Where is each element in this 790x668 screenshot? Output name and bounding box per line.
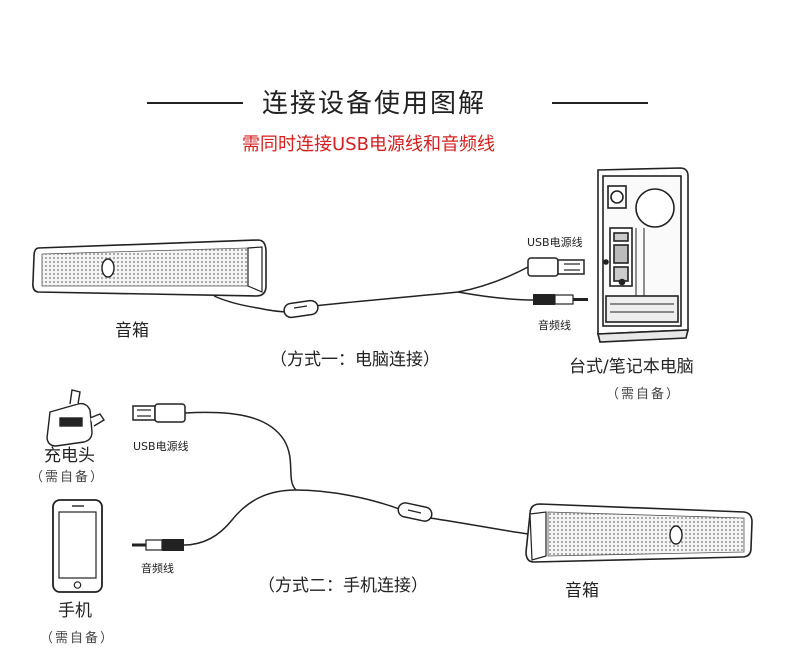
charger-icon [46, 389, 105, 447]
speaker-2-cable [183, 411, 529, 546]
usb-cable-2-label: USB电源线 [133, 440, 189, 453]
page-subtitle: 需同时连接USB电源线和音频线 [242, 134, 495, 155]
charger-label: 充电头 [44, 446, 95, 466]
inline-switch-2-icon [397, 502, 433, 522]
charger-note: （需自备） [30, 470, 106, 485]
audio-cable-1-label: 音频线 [538, 319, 571, 332]
method-1-caption: （方式一：电脑连接） [270, 350, 440, 370]
title-rule-right [552, 102, 648, 104]
phone-note: （需自备） [40, 631, 116, 646]
speaker-1-icon [32, 239, 267, 297]
computer-label: 台式/笔记本电脑 [569, 357, 694, 377]
title-rule-left [147, 102, 243, 104]
speaker-1-cable [213, 265, 536, 313]
speaker-1-label: 音箱 [115, 321, 149, 341]
audio-plug-2-icon [132, 539, 184, 551]
phone-icon [52, 499, 103, 593]
usb-plug-2-icon [132, 403, 186, 423]
phone-label: 手机 [58, 601, 92, 621]
audio-plug-1-icon [533, 294, 588, 305]
computer-tower-icon [596, 167, 690, 343]
usb-cable-1-label: USB电源线 [527, 236, 583, 249]
speaker-2-icon [525, 503, 753, 563]
computer-note: （需自备） [606, 387, 682, 402]
speaker-2-label: 音箱 [565, 581, 599, 601]
audio-cable-2-label: 音频线 [141, 562, 174, 575]
method-2-caption: （方式二：手机连接） [258, 576, 428, 596]
page-title: 连接设备使用图解 [262, 89, 487, 119]
inline-switch-1-icon [283, 299, 319, 319]
usb-plug-1-icon [527, 257, 585, 277]
